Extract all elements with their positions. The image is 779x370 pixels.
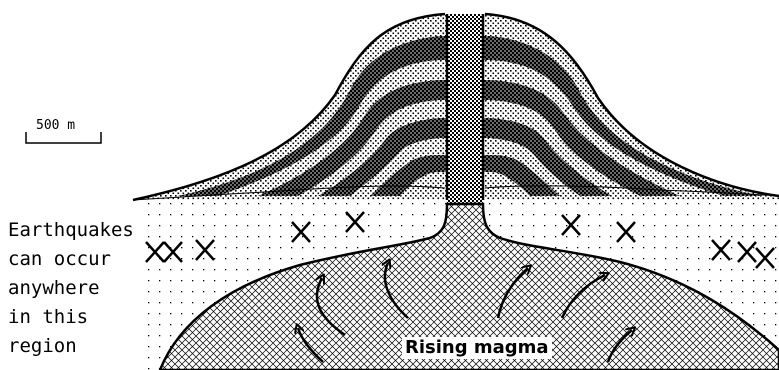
note-line: can occur	[8, 245, 140, 274]
note-line: Earthquakes	[8, 216, 140, 245]
note-line: in this	[8, 303, 140, 332]
scale-bar	[26, 132, 101, 143]
earthquake-region-note: Earthquakes can occur anywhere in this r…	[8, 216, 140, 361]
note-line: region	[8, 332, 140, 361]
volcanic-vent	[447, 14, 483, 204]
note-line: anywhere	[8, 274, 140, 303]
rising-magma-label: Rising magma	[402, 337, 552, 359]
scale-bar-label: 500 m	[36, 118, 75, 133]
